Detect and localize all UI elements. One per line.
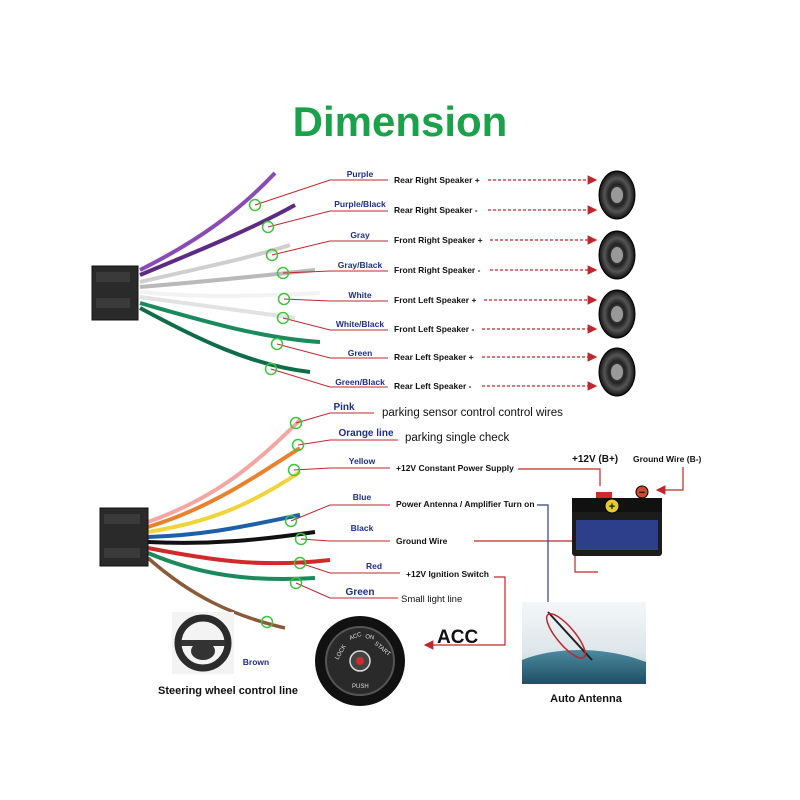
ignition-acc-text: ACC [349,632,364,642]
speaker-icon-front-left [598,289,636,339]
ignition-push-text: PUSH [352,684,369,690]
function-label-small-light: Small light line [401,594,462,605]
speaker-icon-front-right [598,230,636,280]
caption-steering-wheel: Steering wheel control line [158,685,298,697]
function-label-rear-left-minus: Rear Left Speaker - [394,381,472,391]
wire-label-gray: Gray [350,230,370,240]
ignition-on-text: ON [365,634,375,641]
wire-label-purple: Purple [347,169,374,179]
steering-wheel-icon [172,612,234,674]
wire-label-red: Red [366,561,382,571]
battery-ground-label: Ground Wire (B-) [633,454,702,464]
auto-antenna-image [522,602,646,684]
wire-label-blue: Blue [353,492,372,502]
function-label-parking-sensor: parking sensor control control wires [382,407,563,419]
wire-label-orange: Orange line [338,428,393,439]
wire-label-green-black: Green/Black [335,377,385,387]
routing-lines [423,467,684,650]
function-label-rear-left-plus: Rear Left Speaker + [394,352,474,362]
battery-positive-label: +12V (B+) [572,454,618,465]
antenna-route [537,504,553,614]
function-label-front-right-plus: Front Right Speaker + [394,235,483,245]
wire-label-purple-black: Purple/Black [334,199,386,209]
caption-auto-antenna: Auto Antenna [550,693,623,705]
function-label-rear-right-plus: Rear Right Speaker + [394,175,480,185]
battery-icon: + − [572,485,662,556]
wire-label-black: Black [351,523,374,533]
acc-label: ACC [437,627,478,648]
wire-label-white-black: White/Black [336,319,384,329]
function-label-ground-wire: Ground Wire [396,536,448,546]
speaker-arrows [482,175,598,391]
power-callouts [290,412,400,599]
function-label-power-antenna: Power Antenna / Amplifier Turn on [396,499,535,509]
power-wire-circles [260,416,308,629]
wire-label-green-power: Green [346,587,375,598]
wire-label-pink: Pink [333,402,355,413]
page-title: Dimension [292,98,508,145]
svg-text:−: − [639,487,645,499]
wire-label-green: Green [348,348,373,358]
wire-label-gray-black: Gray/Black [338,260,383,270]
function-label-constant-power: +12V Constant Power Supply [396,463,514,473]
function-label-rear-right-minus: Rear Right Speaker - [394,205,478,215]
speaker-icon-rear-right [598,170,636,220]
function-label-front-left-minus: Front Left Speaker - [394,324,474,334]
function-label-front-right-minus: Front Right Speaker - [394,265,481,275]
function-label-front-left-plus: Front Left Speaker + [394,295,476,305]
svg-text:+: + [609,501,615,513]
power-harness [99,418,331,630]
wire-label-white: White [348,290,371,300]
speaker-callouts [254,179,388,388]
function-label-ignition-switch: +12V Ignition Switch [406,569,489,579]
speaker-icon-rear-left [598,347,636,397]
ignition-switch-icon: LOCK ACC ON START PUSH [315,616,405,706]
speaker-harness [91,171,321,374]
speaker-wire-circles [248,198,291,376]
function-label-parking-check: parking single check [405,432,509,444]
wire-label-brown: Brown [243,657,269,667]
wire-label-yellow: Yellow [349,456,376,466]
